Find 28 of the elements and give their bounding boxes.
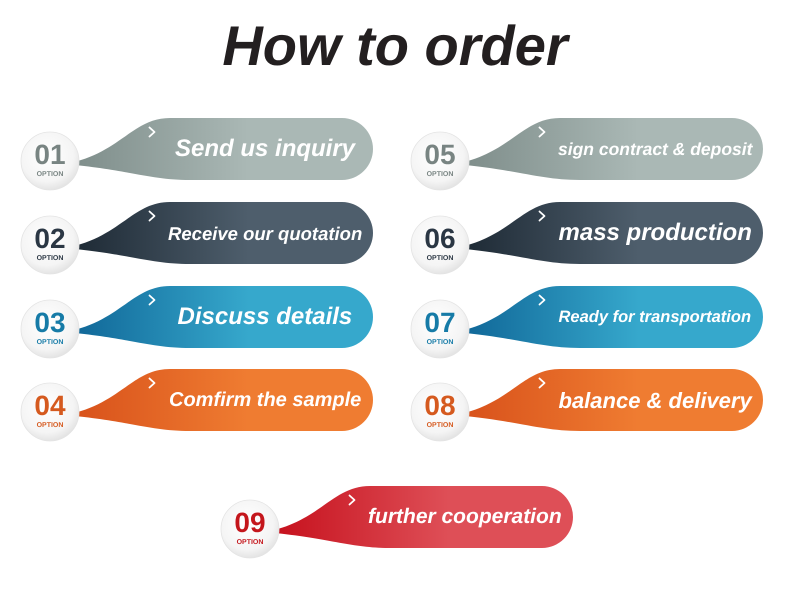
step-number: 04 xyxy=(34,392,66,420)
step-title: mass production xyxy=(558,219,752,247)
step-tag xyxy=(410,369,764,443)
step-tag xyxy=(20,118,374,192)
step-tag xyxy=(20,286,374,360)
step-title: Send us inquiry xyxy=(175,135,356,163)
step-number: 07 xyxy=(424,309,456,337)
step-number: 01 xyxy=(34,141,66,169)
step-title: sign contract & deposit xyxy=(558,139,752,160)
step-number: 08 xyxy=(424,392,456,420)
step-title: Comfirm the sample xyxy=(169,388,362,412)
step-number: 03 xyxy=(34,309,66,337)
step-title: balance & delivery xyxy=(558,388,752,413)
step-tag xyxy=(410,286,764,360)
step-title: Discuss details xyxy=(178,303,352,331)
step-title: Receive our quotation xyxy=(168,222,362,244)
step-number: 02 xyxy=(34,225,66,253)
step-tag xyxy=(220,486,574,560)
step-number: 09 xyxy=(234,509,266,537)
step-tag xyxy=(20,202,374,276)
step-tag xyxy=(410,118,764,192)
step-title: further cooperation xyxy=(368,505,562,530)
page-title: How to order xyxy=(222,14,568,78)
step-tag xyxy=(20,369,374,443)
step-tag xyxy=(410,202,764,276)
step-title: Ready for transportation xyxy=(558,308,752,326)
step-number: 05 xyxy=(424,141,456,169)
step-number: 06 xyxy=(424,225,456,253)
